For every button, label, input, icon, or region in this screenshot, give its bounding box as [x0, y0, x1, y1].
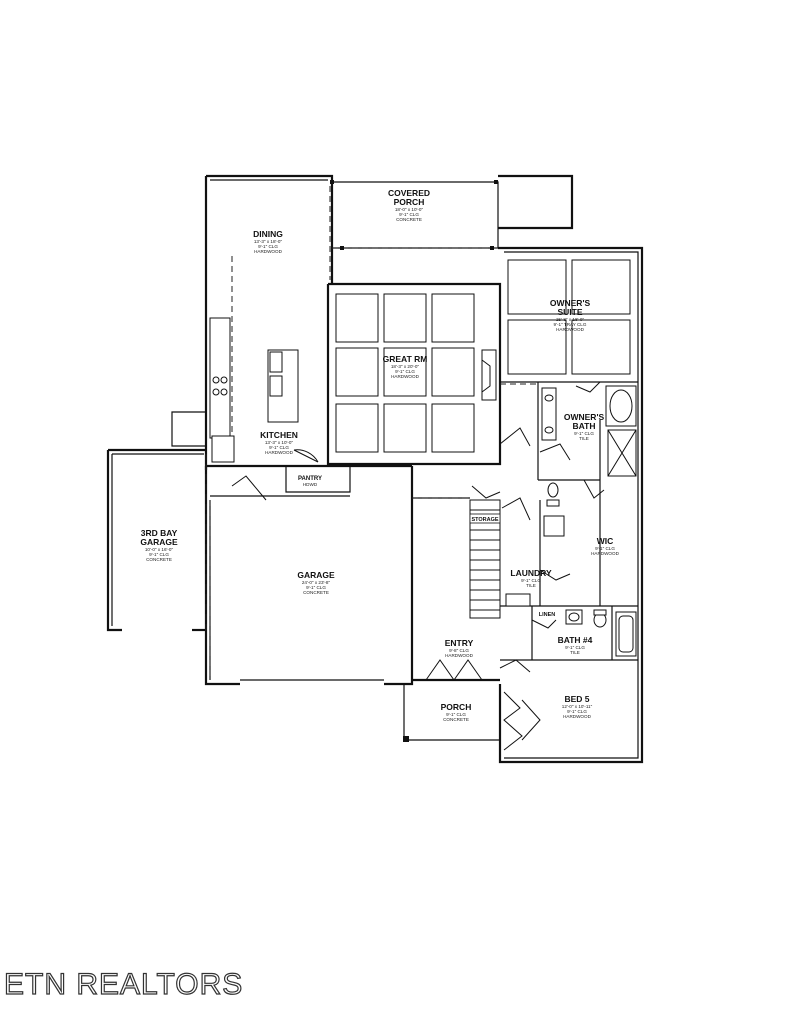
third-bay-garage-floor: CONCRETE: [146, 557, 172, 562]
great-room-ceiling-grid: [335, 293, 497, 453]
laundry-floor: TILE: [526, 583, 536, 588]
wic-ceiling: 9'-1" CLG: [595, 546, 615, 551]
kitchen-dims: 13'-3" x 10'-0": [265, 440, 294, 445]
kitchen-name: KITCHEN: [260, 430, 298, 440]
room-bath4: BATH #4 9'-1" CLG TILE: [558, 635, 593, 655]
room-kitchen: KITCHEN 13'-3" x 10'-0" 9'-1" CLG HARDWO…: [260, 430, 298, 455]
covered-porch-ceiling: 9'-1" CLG: [399, 212, 419, 217]
room-owners-suite: OWNER'S SUITE 15'-8" x 18'-0" 9'-1" TRAY…: [550, 298, 591, 332]
brand-logo: ETN REALTORS: [3, 967, 244, 1001]
room-garage: GARAGE 24'-0" x 23'-8" 9'-1" CLG CONCRET…: [297, 570, 335, 595]
room-third-bay-garage: 3RD BAY GARAGE 10'-0" x 16'-0" 9'-1" CLG…: [140, 528, 178, 562]
room-covered-porch: COVERED PORCH 18'-0" x 10'-0" 9'-1" CLG …: [388, 188, 430, 222]
great-rm-ceiling: 9'-1" CLG: [395, 369, 415, 374]
room-bed5: BED 5 12'-0" x 10'-11" 9'-1" CLG HARDWOO…: [562, 694, 593, 719]
entry-floor: HARDWOOD: [445, 653, 473, 658]
pantry-name: PANTRY: [298, 476, 322, 482]
porch-name: PORCH: [441, 702, 472, 712]
room-laundry: LAUNDRY 9'-1" CLG TILE: [510, 568, 552, 588]
owners-bath-name-1: OWNER'S: [564, 412, 605, 422]
wic-floor: HARDWOOD: [591, 551, 619, 556]
kitchen-ceiling: 9'-1" CLG: [269, 445, 289, 450]
room-porch: PORCH 9'-1" CLG CONCRETE: [441, 702, 472, 722]
owners-bath-ceiling: 9'-1" CLG: [574, 431, 594, 436]
porch-ceiling: 9'-1" CLG: [446, 712, 466, 717]
great-rm-name: GREAT RM: [383, 354, 428, 364]
great-rm-floor: HARDWOOD: [391, 374, 419, 379]
bath4-floor: TILE: [570, 650, 580, 655]
room-entry: ENTRY 9'-8" CLG HARDWOOD: [445, 638, 474, 658]
garage-dims: 24'-0" x 23'-8": [302, 580, 331, 585]
owners-suite-floor: HARDWOOD: [556, 327, 584, 332]
dining-name: DINING: [253, 229, 283, 239]
storage-name: STORAGE: [471, 517, 498, 523]
covered-porch-dims: 18'-0" x 10'-0": [395, 207, 424, 212]
third-bay-garage-dims: 10'-0" x 16'-0": [145, 547, 174, 552]
room-wic: WIC 9'-1" CLG HARDWOOD: [591, 536, 619, 556]
garage-ceiling: 9'-1" CLG: [306, 585, 326, 590]
great-rm-dims: 18'-3" x 20'-0": [391, 364, 420, 369]
porch-posts: [330, 180, 498, 250]
dining-ceiling: 9'-1" CLG: [258, 244, 278, 249]
covered-porch-floor: CONCRETE: [396, 217, 422, 222]
owners-bath-name-2: BATH: [573, 421, 596, 431]
covered-porch-name-2: PORCH: [394, 197, 425, 207]
room-great-rm: GREAT RM 18'-3" x 20'-0" 9'-1" CLG HARDW…: [383, 354, 428, 379]
owners-suite-name-2: SUITE: [557, 307, 582, 317]
garage-name: GARAGE: [297, 570, 335, 580]
door-swings: [231, 381, 605, 751]
bed5-ceiling: 9'-1" CLG: [567, 709, 587, 714]
bed5-floor: HARDWOOD: [563, 714, 591, 719]
kitchen-floor: HARDWOOD: [265, 450, 293, 455]
entry-name: ENTRY: [445, 638, 474, 648]
third-bay-garage-ceiling: 9'-1" CLG: [149, 552, 169, 557]
bed5-name: BED 5: [564, 694, 589, 704]
owners-suite-ceiling-grid: [507, 259, 631, 375]
owners-suite-ceiling: 9'-1" TRAY CLG: [554, 322, 587, 327]
dining-dims: 13'-3" x 18'-0": [254, 239, 283, 244]
room-dining: DINING 13'-3" x 18'-0" 9'-1" CLG HARDWOO…: [253, 229, 283, 254]
entry-ceiling: 9'-8" CLG: [449, 648, 469, 653]
bath4-ceiling: 9'-1" CLG: [565, 645, 585, 650]
owners-suite-name-1: OWNER'S: [550, 298, 591, 308]
owners-suite-dims: 15'-8" x 18'-0": [556, 317, 585, 322]
laundry-bath-fixtures: [505, 515, 637, 657]
porch-floor: CONCRETE: [443, 717, 469, 722]
room-storage: STORAGE: [469, 513, 501, 524]
owners-bath-floor: TILE: [579, 436, 589, 441]
wic-name: WIC: [597, 536, 614, 546]
owners-bath-fixtures: [541, 385, 637, 507]
dining-floor: HARDWOOD: [254, 249, 282, 254]
bath4-name: BATH #4: [558, 635, 593, 645]
laundry-ceiling: 9'-1" CLG: [521, 578, 541, 583]
linen-name: LINEN: [539, 612, 556, 618]
room-pantry: PANTRY HDWD: [298, 476, 322, 487]
bed5-dims: 12'-0" x 10'-11": [562, 704, 593, 709]
kitchen-fixtures: [209, 317, 299, 463]
pantry-floor: HDWD: [303, 482, 318, 487]
laundry-name: LAUNDRY: [510, 568, 552, 578]
third-bay-garage-name-2: GARAGE: [140, 537, 178, 547]
room-linen: LINEN: [539, 612, 556, 618]
dashed-openings: [205, 186, 538, 680]
third-bay-garage-name-1: 3RD BAY: [141, 528, 178, 538]
covered-porch-name-1: COVERED: [388, 188, 430, 198]
garage-floor: CONCRETE: [303, 590, 329, 595]
room-owners-bath: OWNER'S BATH 9'-1" CLG TILE: [564, 412, 605, 441]
